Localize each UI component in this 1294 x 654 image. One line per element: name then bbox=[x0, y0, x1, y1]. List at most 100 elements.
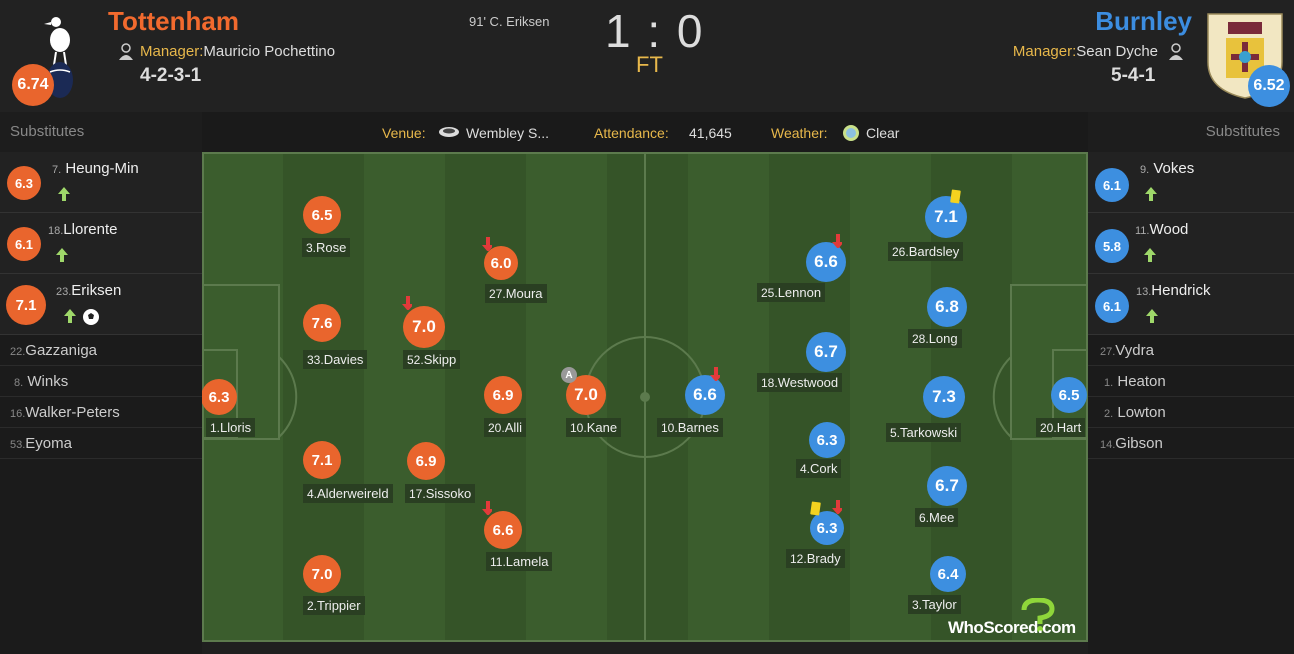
away-manager: Manager:Sean Dyche bbox=[1013, 43, 1158, 60]
player-number: 7. bbox=[52, 164, 62, 176]
attendance-value: 41,645 bbox=[689, 125, 732, 141]
player-number: 3. bbox=[306, 241, 317, 255]
player-rating: 6.6 bbox=[484, 511, 522, 549]
player-number: 4. bbox=[800, 462, 811, 476]
away-team-rating: 6.52 bbox=[1248, 65, 1290, 107]
player-name: Brady bbox=[806, 551, 841, 566]
player-rating: 6.7 bbox=[927, 466, 967, 506]
player-number: 12. bbox=[790, 552, 807, 566]
unused-substitute[interactable]: 1. Heaton bbox=[1088, 366, 1294, 397]
player-rating: 7.0 bbox=[303, 555, 341, 593]
venue-label: Venue: bbox=[382, 125, 426, 141]
player-rating: 6.9 bbox=[407, 442, 445, 480]
unused-substitute[interactable]: 22.Gazzaniga bbox=[0, 335, 202, 366]
player-label: 20.Alli bbox=[484, 418, 527, 437]
player-label: 10.Kane bbox=[566, 418, 622, 437]
score: 1 : 0 bbox=[605, 5, 705, 57]
player-name: Sissoko bbox=[425, 486, 472, 501]
player-number: 11. bbox=[1135, 225, 1150, 237]
sub-in-arrow-icon bbox=[64, 309, 76, 323]
player-rating: 7.1 bbox=[6, 285, 46, 325]
substitute-row[interactable]: 6.3 7. Heung-Min bbox=[0, 152, 202, 213]
substitute-row[interactable]: 6.1 9. Vokes bbox=[1088, 152, 1294, 213]
player-number: 53. bbox=[10, 439, 26, 451]
player-number: 4. bbox=[307, 487, 318, 501]
player-number: 20. bbox=[488, 421, 505, 435]
player-label: Gibson bbox=[1115, 435, 1163, 452]
substitute-row[interactable]: 5.8 11.Wood bbox=[1088, 213, 1294, 274]
player-rating: 6.7 bbox=[806, 332, 846, 372]
player-name: Bardsley bbox=[908, 244, 960, 259]
player-label: 20.Hart bbox=[1036, 418, 1086, 437]
player-name: 23.Eriksen bbox=[56, 282, 121, 299]
player-name: Cork bbox=[810, 461, 838, 476]
player-label: 5.Tarkowski bbox=[886, 423, 962, 442]
player-number: 28. bbox=[912, 332, 929, 346]
substitutes-title: Substitutes bbox=[1088, 112, 1294, 152]
player-label: Gazzaniga bbox=[25, 342, 98, 359]
player-name: 7. Heung-Min bbox=[52, 160, 139, 177]
whoscored-logo-icon bbox=[1021, 598, 1055, 632]
player-label: 2.Trippier bbox=[303, 596, 365, 615]
away-formation: 5-4-1 bbox=[1111, 65, 1156, 86]
player-label: Winks bbox=[27, 373, 69, 390]
player-number: 25. bbox=[761, 286, 778, 300]
player-rating: 6.0 bbox=[484, 246, 518, 280]
unused-substitute[interactable]: 8. Winks bbox=[0, 366, 202, 397]
player-number: 27. bbox=[1100, 346, 1116, 358]
player-label: 27.Moura bbox=[485, 284, 547, 303]
player-label: Walker-Peters bbox=[25, 404, 120, 421]
goal-event: 91' C. Eriksen bbox=[469, 14, 550, 29]
player-label: Heung-Min bbox=[65, 160, 139, 177]
substitute-row[interactable]: 6.1 18.Llorente bbox=[0, 213, 202, 274]
home-manager-name: Mauricio Pochettino bbox=[203, 43, 336, 60]
unused-substitute[interactable]: 16.Walker-Peters bbox=[0, 397, 202, 428]
yellow-card-icon bbox=[810, 501, 821, 516]
unused-substitute[interactable]: 27.Vydra bbox=[1088, 335, 1294, 366]
weather-label: Weather: bbox=[771, 125, 828, 141]
player-label: 3.Rose bbox=[302, 238, 351, 257]
player-name: Lamela bbox=[505, 554, 549, 569]
player-label: Vokes bbox=[1153, 160, 1195, 177]
player-label: 33.Davies bbox=[303, 350, 368, 369]
away-manager-label: Manager: bbox=[1012, 43, 1077, 60]
unused-substitute[interactable]: 2. Lowton bbox=[1088, 397, 1294, 428]
player-label: 10.Barnes bbox=[657, 418, 723, 437]
player-name: Westwood bbox=[777, 375, 839, 390]
player-number: 9. bbox=[1140, 164, 1150, 176]
player-number: 2. bbox=[307, 599, 318, 613]
home-team-name[interactable]: Tottenham bbox=[108, 6, 239, 36]
substitute-row[interactable]: 6.1 13.Hendrick bbox=[1088, 274, 1294, 335]
substitute-row[interactable]: 7.1 23.Eriksen bbox=[0, 274, 202, 335]
player-rating: 6.1 bbox=[1095, 168, 1129, 202]
home-substitutes-panel: Substitutes 6.3 7. Heung-Min 6.1 18.Llor… bbox=[0, 112, 202, 654]
player-name: Tarkowski bbox=[900, 425, 958, 440]
away-substitutes-panel: Substitutes 6.1 9. Vokes 5.8 11.Wood 6.1… bbox=[1088, 112, 1294, 654]
player-number: 18. bbox=[761, 376, 778, 390]
home-formation: 4-2-3-1 bbox=[140, 65, 202, 86]
player-name: Barnes bbox=[677, 420, 719, 435]
player-number: 13. bbox=[1136, 286, 1152, 298]
player-label: 25.Lennon bbox=[757, 283, 826, 302]
player-label: Llorente bbox=[63, 221, 118, 238]
player-name: Alli bbox=[504, 420, 523, 435]
sub-out-arrow-icon bbox=[710, 367, 720, 381]
player-label: Wood bbox=[1149, 221, 1189, 238]
unused-substitute[interactable]: 14.Gibson bbox=[1088, 428, 1294, 459]
whoscored-watermark: WhoScored.com bbox=[948, 618, 1076, 637]
player-name: Rose bbox=[316, 240, 347, 255]
player-number: 2. bbox=[1104, 408, 1114, 420]
player-label: Lowton bbox=[1117, 404, 1166, 421]
match-status: FT bbox=[636, 52, 663, 77]
player-rating: 6.5 bbox=[303, 196, 341, 234]
player-rating: 6.6 bbox=[806, 242, 846, 282]
venue-value: Wembley S... bbox=[466, 125, 549, 141]
away-manager-name: Sean Dyche bbox=[1076, 43, 1158, 60]
player-label: Heaton bbox=[1117, 373, 1166, 390]
match-info-bar: Venue: Wembley S... Attendance: 41,645 W… bbox=[202, 112, 1088, 152]
away-team-name[interactable]: Burnley bbox=[1095, 6, 1192, 36]
player-label: 11.Lamela bbox=[486, 552, 553, 571]
unused-substitute[interactable]: 53.Eyoma bbox=[0, 428, 202, 459]
player-rating: 6.6 bbox=[685, 375, 725, 415]
